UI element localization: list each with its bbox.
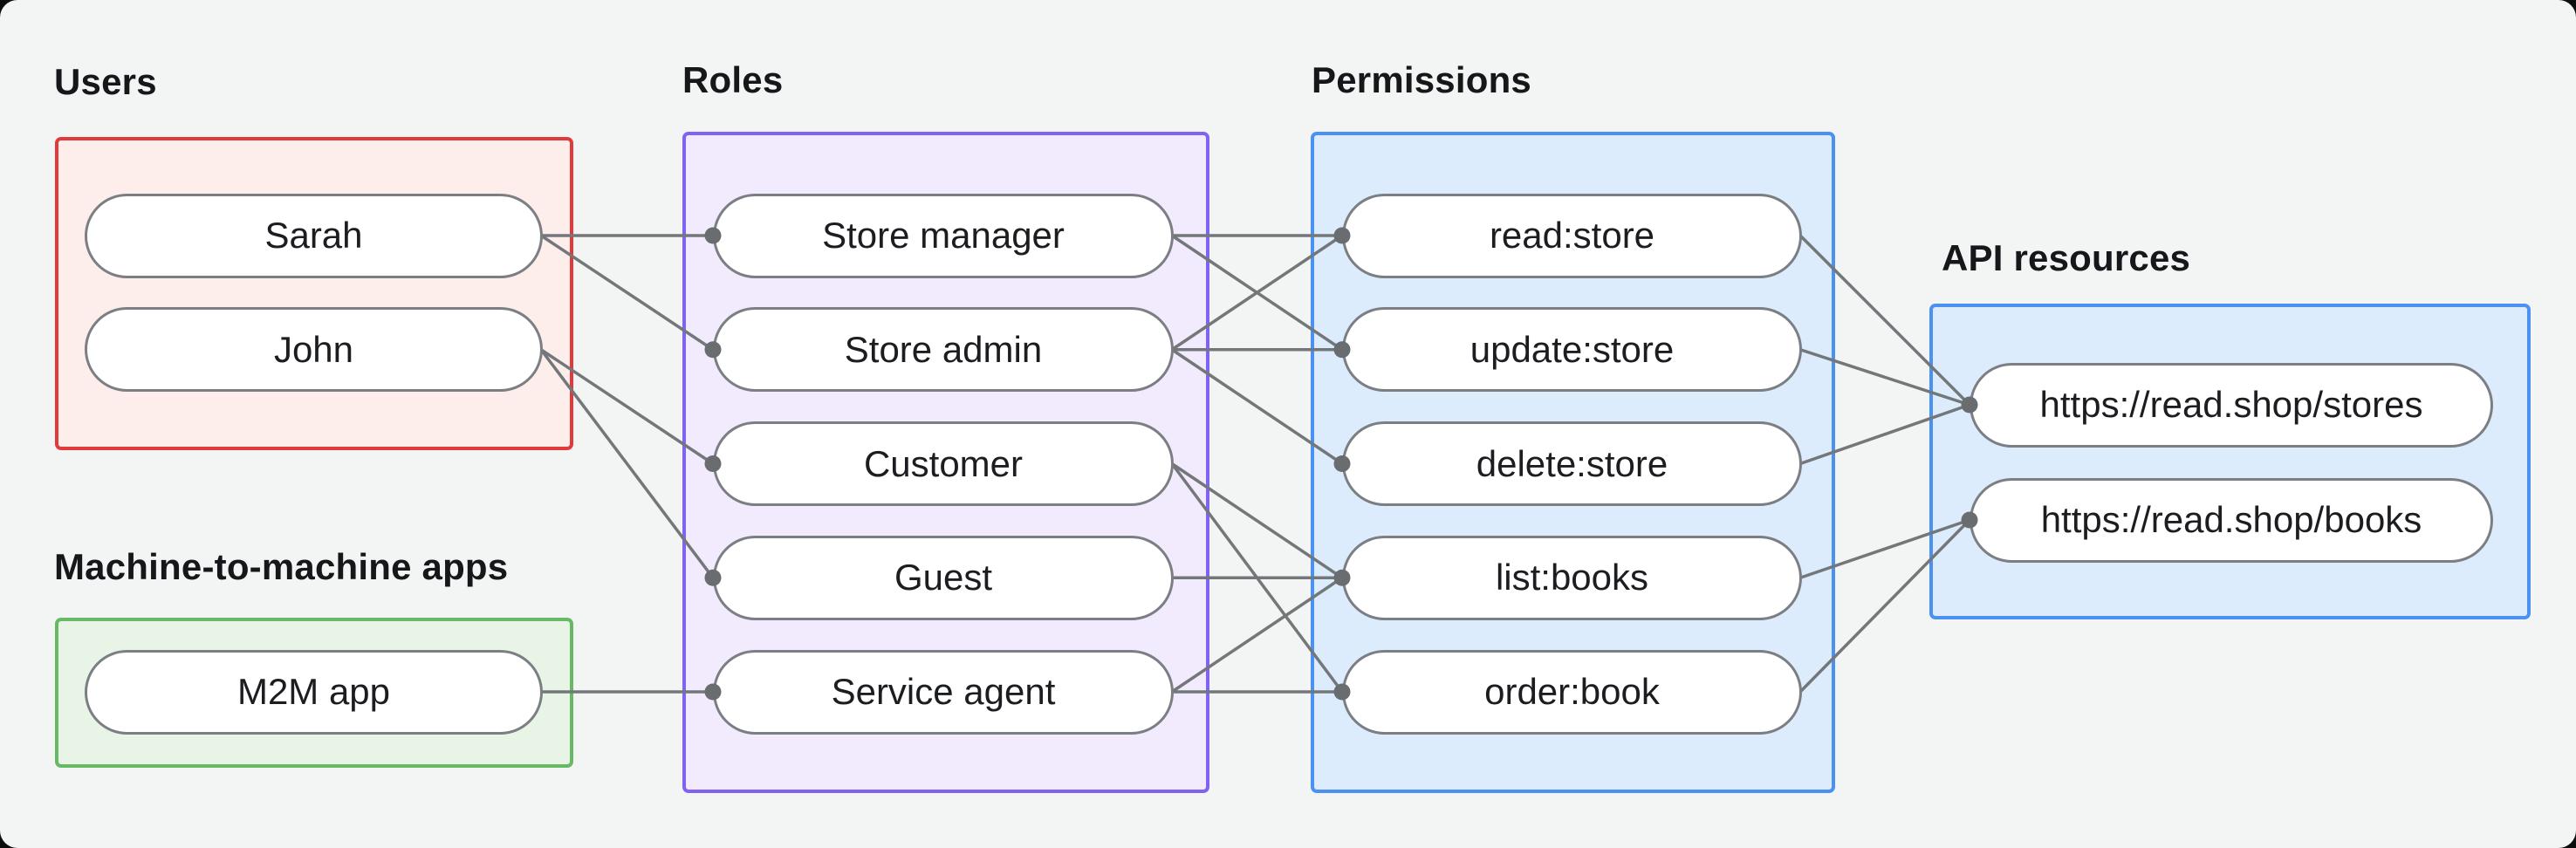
- node-api-stores: https://read.shop/stores: [1970, 362, 2493, 448]
- node-customer: Customer: [713, 421, 1174, 506]
- users-group-box: [55, 137, 573, 450]
- node-update-store: update:store: [1342, 307, 1802, 393]
- node-sarah: Sarah: [85, 193, 543, 278]
- api-group-label: API resources: [1942, 237, 2191, 278]
- node-list-books: list:books: [1342, 535, 1802, 620]
- node-api-books: https://read.shop/books: [1970, 477, 2493, 563]
- node-m2m-app: M2M app: [85, 649, 543, 735]
- permissions-group-label: Permissions: [1312, 59, 1531, 100]
- node-john: John: [85, 307, 543, 393]
- node-service-agent: Service agent: [713, 649, 1174, 735]
- roles-group-label: Roles: [682, 59, 784, 100]
- node-order-book: order:book: [1342, 649, 1802, 735]
- node-delete-store: delete:store: [1342, 421, 1802, 506]
- m2m-group-label: Machine-to-machine apps: [54, 546, 509, 587]
- node-read-store: read:store: [1342, 193, 1802, 278]
- node-store-admin: Store admin: [713, 307, 1174, 393]
- users-group-label: Users: [54, 61, 157, 102]
- api-group-box: [1929, 304, 2531, 619]
- node-guest: Guest: [713, 535, 1174, 620]
- node-store-manager: Store manager: [713, 193, 1174, 278]
